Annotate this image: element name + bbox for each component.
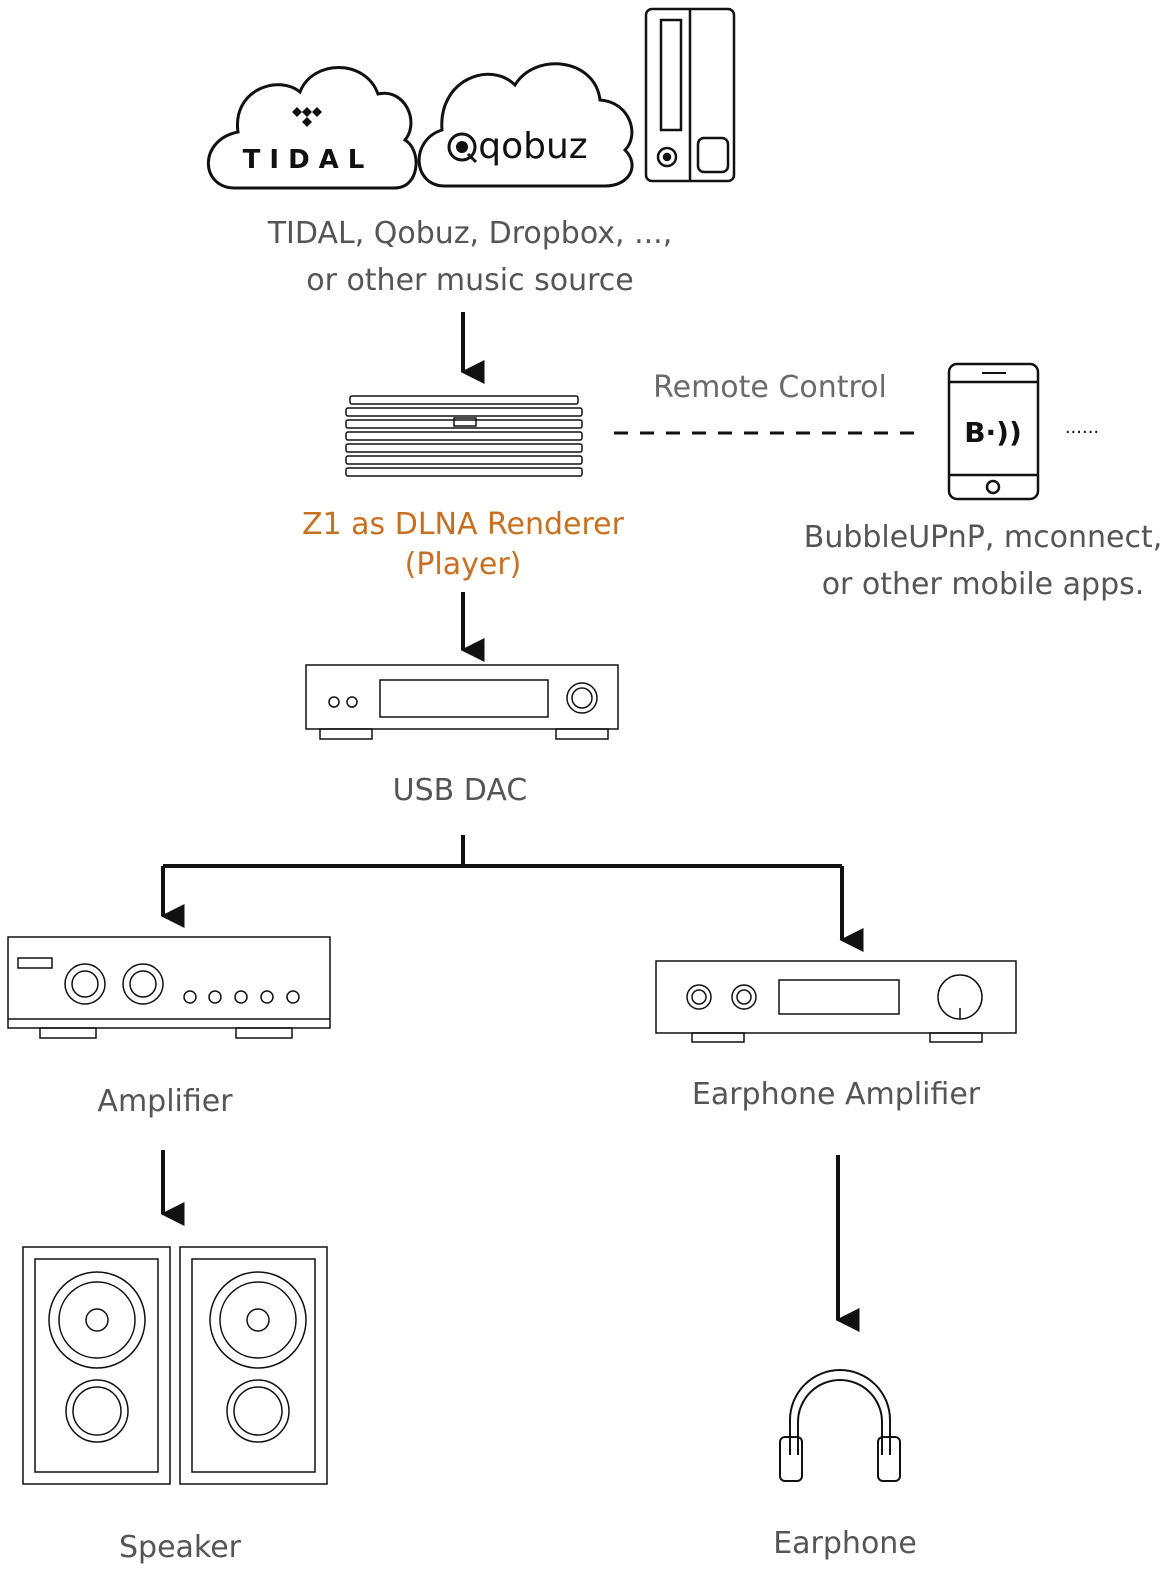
tidal-diamonds-icon (292, 107, 322, 127)
speaker-label: Speaker (118, 1530, 242, 1565)
qobuz-logo: qobuz (478, 126, 587, 167)
renderer-label-line1: Z1 as DLNA Renderer (302, 507, 624, 542)
amplifier-label: Amplifier (97, 1084, 233, 1119)
qobuz-cloud-icon (417, 62, 634, 188)
split-connector (160, 835, 864, 952)
speakers-icon (22, 1246, 328, 1485)
source-caption-line1: TIDAL, Qobuz, Dropbox, ..., (267, 216, 673, 251)
headphones-icon (779, 1369, 901, 1482)
source-caption-line2: or other music source (306, 263, 634, 298)
streamer-device-icon (345, 395, 583, 477)
nas-server-icon (644, 7, 736, 183)
bubbleupnp-app-icon: B·)) (964, 416, 1022, 449)
usb-dac-icon (305, 664, 619, 740)
earphone-amplifier-label: Earphone Amplifier (691, 1077, 981, 1112)
earphone-amplifier-icon (655, 960, 1017, 1043)
smartphone-icon (947, 362, 1040, 501)
tidal-cloud-icon (206, 66, 418, 190)
amplifier-icon (7, 936, 331, 1039)
remote-control-label: Remote Control (653, 370, 887, 405)
more-apps-ellipsis: ...... (1065, 417, 1099, 438)
renderer-label-line2: (Player) (404, 547, 522, 582)
tidal-logo: TIDAL (243, 145, 374, 175)
earphone-label: Earphone (773, 1526, 917, 1561)
mobile-apps-line1: BubbleUPnP, mconnect, (803, 520, 1163, 555)
usb-dac-label: USB DAC (392, 773, 528, 808)
mobile-apps-line2: or other mobile apps. (821, 567, 1145, 602)
